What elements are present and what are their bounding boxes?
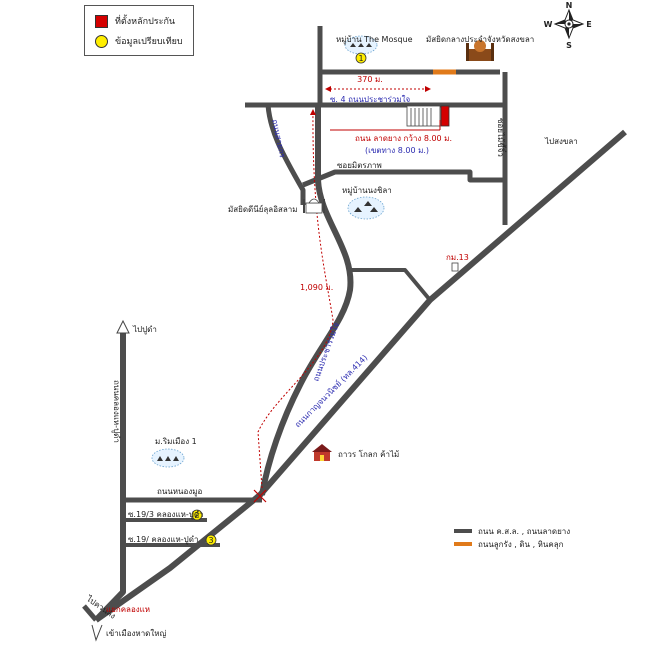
road-to-khuanlang — [82, 604, 98, 622]
label-km13: กม.13 — [446, 253, 469, 262]
label-mosque-left: มัสยิดดีนีย์ลุลอิสลาม — [228, 204, 298, 214]
legend-top: ที่ตั้งหลักประกัน ข้อมูลเปรียบเทียบ — [84, 5, 194, 56]
compass-w: W — [544, 20, 553, 29]
village-icon-nongchila — [347, 196, 385, 220]
label-road-khlonghae: ถนนคลองแห-ปูดำ — [111, 380, 121, 443]
village-icon-rinmueang — [151, 448, 185, 468]
village-icon-mosque — [344, 35, 378, 55]
house-icon-tavorn — [312, 444, 332, 461]
arrow-down-icon — [91, 624, 103, 642]
marker-2-label: 2 — [194, 511, 199, 520]
label-mosque-village: หมู่บ้าน The Mosque — [336, 35, 413, 45]
compass-rose: N S E W — [544, 1, 592, 50]
compass-e: E — [586, 20, 591, 29]
label-to-pudam: ไปปูดำ — [132, 325, 157, 335]
legend-label: ข้อมูลเปรียบเทียบ — [115, 37, 183, 47]
collateral-marker — [440, 105, 450, 127]
mosque-icon-left — [303, 198, 325, 214]
comparison-marker-1: 1 — [355, 52, 367, 64]
legend-label: ที่ตั้งหลักประกัน — [115, 17, 176, 27]
road-mitraphap — [302, 169, 505, 188]
road-network — [82, 26, 627, 623]
road-khlonghae-pudam — [93, 330, 126, 623]
red-square-icon — [95, 14, 108, 28]
label-rinmueang: ม.ริมเมือง 1 — [155, 437, 197, 446]
label-road-info-1: ถนน ลาดยาง กว้าง 8.00 ม. — [355, 134, 452, 143]
label-to-songkhla: ไปสงขลา — [544, 137, 578, 146]
road-branch — [352, 268, 432, 302]
label-soi-mitraphap: ซอยมิตรภาพ — [337, 161, 382, 170]
label-khlonghae-junction: แยกคลองแห — [106, 605, 150, 614]
label-nongchila-village: หมู่บ้านนงชิลา — [342, 186, 392, 196]
legend-item-comparison: ข้อมูลเปรียบเทียบ — [95, 34, 183, 48]
marker-3-label: 3 — [208, 536, 213, 545]
legend-bottom: ถนน ค.ส.ล. , ถนนลาดยาง ถนนลูกรัง , ดิน ,… — [454, 527, 570, 550]
road-left-branch — [265, 104, 306, 205]
label-soi19-3: ซ.19/3 คลองแห-ปูดำ — [128, 510, 204, 520]
comparison-marker-2: 2 — [191, 509, 203, 521]
label-soi19: ซ.19/ คลองแห-ปูดำ — [128, 535, 198, 545]
legend-label-dirt: ถนนลูกรัง , ดิน , หินคลุก — [478, 540, 564, 550]
legend-item-collateral: ที่ตั้งหลักประกัน — [95, 14, 175, 28]
yellow-circle-icon — [95, 34, 108, 48]
label-road-left: ถนนสายกร — [270, 119, 287, 160]
compass-n: N — [566, 1, 573, 10]
km-post-icon — [451, 262, 459, 272]
label-road-info-2: (เขตทาง 8.00 ม.) — [365, 146, 429, 155]
label-road-nongmoo: ถนนหนองมูอ — [157, 487, 203, 497]
arrow-up-icon — [116, 319, 130, 334]
label-soi4: ซ. 4 ถนนประชาร่วมใจ — [330, 95, 410, 104]
mosque-icon-central — [466, 40, 494, 61]
label-tavorn: ถาวร โกลก ค้าไม้ — [338, 449, 399, 459]
comparison-marker-3: 3 — [205, 534, 217, 546]
label-dist-1090: 1,090 ม. — [300, 283, 333, 292]
label-dist-370: 370 ม. — [357, 75, 383, 84]
legend-label-paved: ถนน ค.ส.ล. , ถนนลาดยาง — [478, 527, 570, 536]
marker-1-label: 1 — [358, 54, 363, 63]
road-highway-414 — [94, 129, 627, 623]
compass-s: S — [566, 41, 572, 50]
label-to-hatyai: เข้าเมืองหาดใหญ่ — [106, 629, 167, 638]
road-pracharuamjai — [259, 105, 354, 496]
route-lines — [253, 86, 441, 503]
label-central-mosque: มัสยิดกลางประจำจังหวัดสงขลา — [426, 35, 534, 44]
label-soi-ploy: ซอยไม้ขี้จิ๋ว — [496, 118, 507, 157]
collateral-plot — [406, 105, 450, 127]
